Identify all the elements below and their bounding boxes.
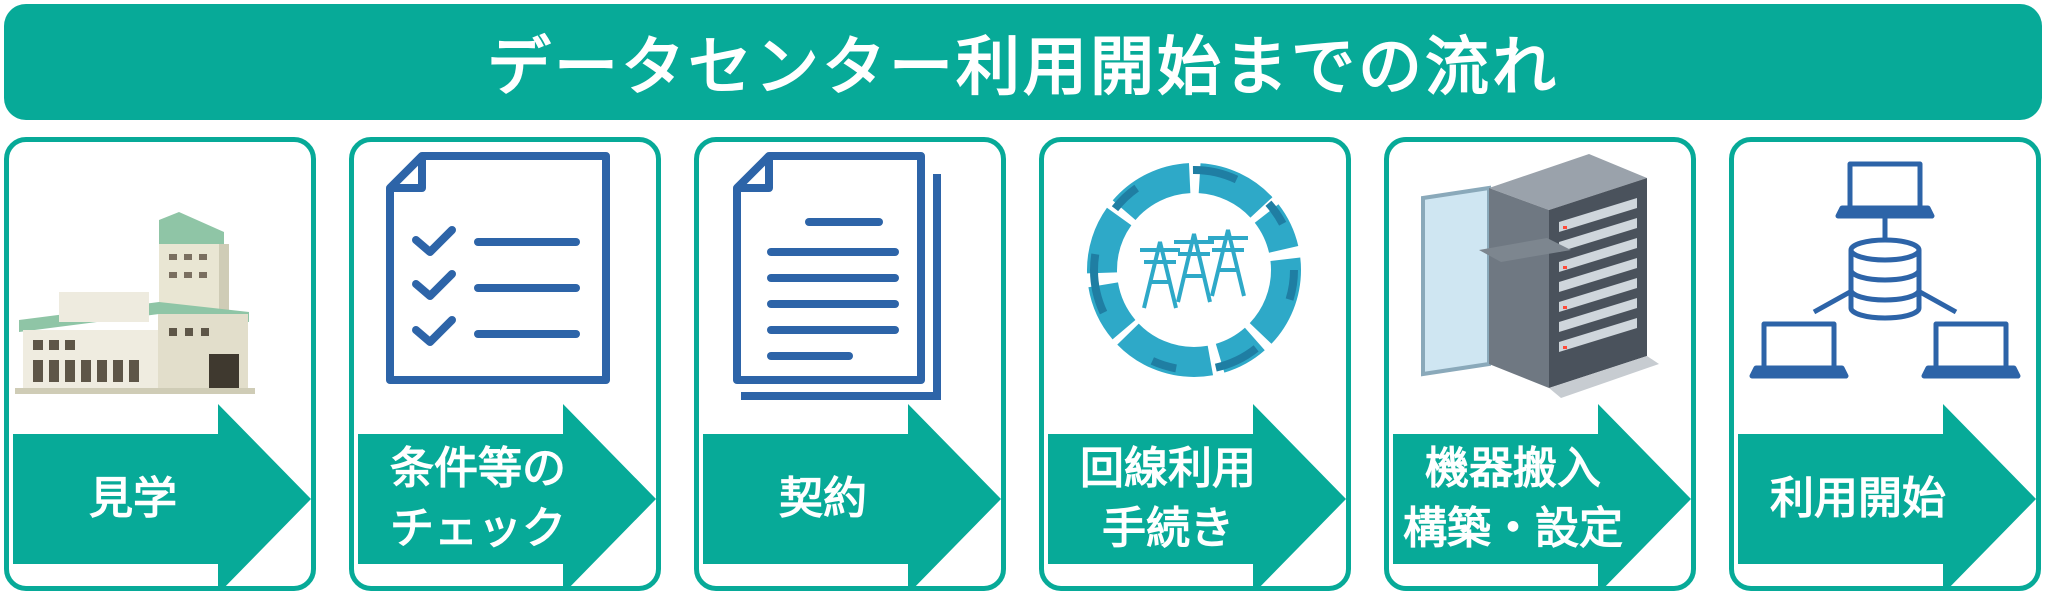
step-card-5: 機器搬入 構築・設定 [1384,137,1696,591]
step-arrow-1 [13,404,311,586]
page-title: データセンター利用開始までの流れ [487,31,1559,105]
step-card-4: 回線利用 手続き [1039,137,1351,591]
step-label-line: 機器搬入 [1425,443,1601,494]
power-tower-icon [1044,142,1346,412]
step-arrow-5 [1393,404,1691,586]
title-banner: データセンター利用開始までの流れ [4,4,2042,120]
checklist-icon [354,142,656,412]
step-card-6: 利用開始 [1729,137,2041,591]
step-label-3: 契約 [703,430,943,568]
step-label-line: 回線利用 [1080,443,1256,494]
step-label-5: 機器搬入 構築・設定 [1393,430,1633,568]
step-card-3: 契約 [694,137,1006,591]
server-rack-icon [1389,142,1691,412]
step-label-6: 利用開始 [1738,430,1978,568]
contract-document-icon [699,142,1001,412]
step-label-4: 回線利用 手続き [1048,430,1288,568]
building-icon [9,142,311,412]
step-label-line: 見学 [89,473,177,524]
step-label-line: 構築・設定 [1403,503,1623,554]
step-arrow-4 [1048,404,1346,586]
step-label-line: 契約 [779,473,867,524]
step-card-2: 条件等の チェック [349,137,661,591]
step-label-line: 利用開始 [1770,473,1946,524]
step-arrow-3 [703,404,1001,586]
step-label-line: チェック [390,503,566,554]
step-label-2: 条件等の チェック [358,430,598,568]
step-arrow-6 [1738,404,2036,586]
network-database-icon [1734,142,2036,412]
step-label-line: 手続き [1102,503,1234,554]
step-label-line: 条件等の [390,443,566,494]
step-card-1: 見学 [4,137,316,591]
step-label-1: 見学 [13,430,253,568]
step-arrow-2 [358,404,656,586]
